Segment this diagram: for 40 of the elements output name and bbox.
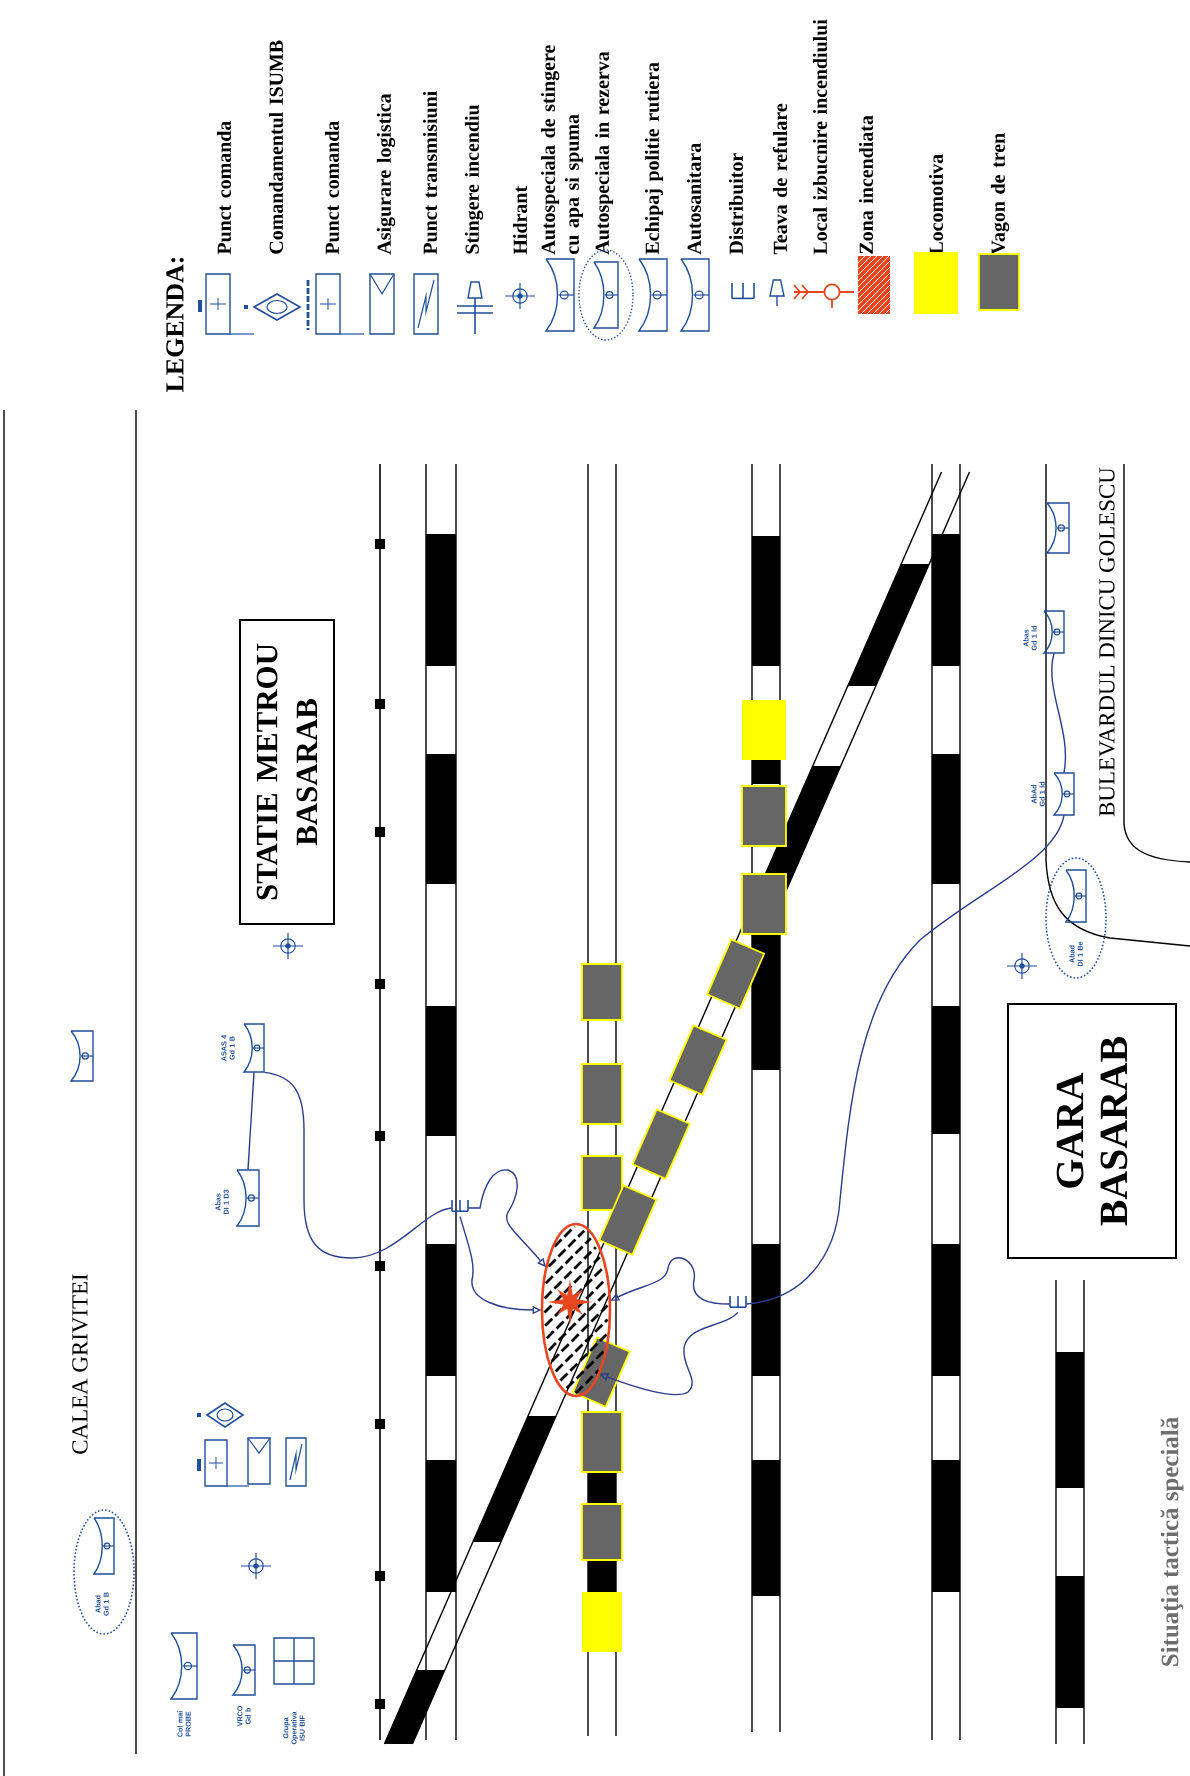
vehicle-symbol [170, 1632, 198, 1700]
vehicle-symbol [1046, 502, 1070, 554]
vehicle-symbol [70, 1030, 94, 1082]
vehicle-symbol [1053, 772, 1075, 816]
legend-label: Stingere incendiu [464, 104, 484, 254]
legend-label: Echipaj politie rutiera [644, 62, 664, 255]
legend-label: Autospeciala in rezerva [594, 51, 614, 255]
legend-label: Locomotiva [928, 154, 943, 255]
legend-label: Teava de refulare [772, 103, 788, 255]
fire-zone [540, 1222, 612, 1398]
street-name: CALEA GRIVITEI [72, 1274, 88, 1454]
legend-label: Hidrant [512, 186, 527, 255]
vehicle-symbol [236, 1169, 260, 1227]
map-title: Situaţia tactică specială [1160, 1417, 1184, 1666]
vehicle-symbol [243, 1023, 265, 1073]
vehicle-symbol [232, 1644, 256, 1696]
hose-line [263, 1071, 453, 1259]
station-box: STATIE METROU BASARAB [239, 619, 335, 925]
hose-line [745, 814, 1065, 1305]
legend-label: Punct transmisiuni [422, 91, 438, 255]
hose-line [247, 1071, 255, 1171]
legend-label: Autosanitara [686, 143, 702, 255]
legend-label: Vagon de tren [990, 133, 1010, 255]
legend-label: Asigurare logistica [376, 93, 396, 255]
legend-title: LEGENDA: [166, 258, 184, 392]
legend-label: Punct comanda [324, 121, 340, 255]
vehicle-symbol [93, 1517, 115, 1575]
legend-label: Distribuitor [728, 153, 744, 255]
legend-label: Comandamentul ISUMB [268, 40, 284, 254]
legend-label: Local izbucnire incendiului [812, 19, 828, 255]
distributor-symbol [729, 1295, 747, 1308]
street-name: BULEVARDUL DINICU GOLESCU [1099, 467, 1115, 817]
legend-label: Autospeciala de stingere cu apa si spuma [541, 45, 583, 255]
legend-label: Punct comanda [216, 121, 232, 255]
hose-line [1051, 652, 1067, 774]
legend-label: Zona incendiata [858, 115, 873, 254]
distributor-symbol [451, 1199, 469, 1212]
vehicle-symbol [1065, 869, 1087, 923]
station-box: GARA BASARAB [1007, 1003, 1177, 1259]
vehicle-symbol [1043, 610, 1065, 654]
